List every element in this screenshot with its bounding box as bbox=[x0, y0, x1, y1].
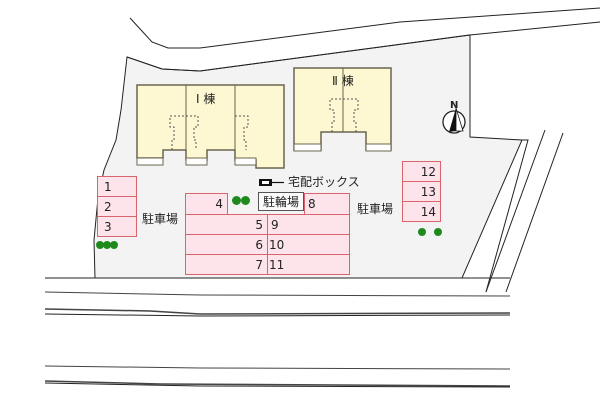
road-line bbox=[44, 291, 511, 297]
tree-icon bbox=[103, 241, 111, 249]
parking-slot-14[interactable]: 14 bbox=[402, 201, 441, 222]
parking-slot-6[interactable]: 6 bbox=[185, 234, 268, 255]
road-edge-right-2 bbox=[485, 129, 546, 293]
tree-icon bbox=[241, 196, 250, 205]
road-line bbox=[44, 382, 511, 388]
parking-slot-1[interactable]: 1 bbox=[97, 176, 137, 197]
north-compass-icon bbox=[442, 107, 466, 134]
building-2-shape bbox=[293, 67, 392, 152]
parking-label-east: 駐車場 bbox=[357, 202, 394, 216]
parking-slot-9[interactable]: 9 bbox=[267, 214, 350, 235]
road-line bbox=[44, 308, 511, 315]
tree-icon bbox=[96, 241, 104, 249]
parking-slot-8[interactable]: 8 bbox=[304, 193, 350, 215]
parking-slot-7[interactable]: 7 bbox=[185, 254, 268, 275]
building-2-label: Ⅱ 棟 bbox=[332, 74, 354, 88]
parking-slot-13[interactable]: 13 bbox=[402, 181, 441, 202]
road-line bbox=[44, 313, 511, 317]
tree-icon bbox=[434, 228, 442, 236]
parking-slot-12[interactable]: 12 bbox=[402, 161, 441, 182]
parking-slot-3[interactable]: 3 bbox=[97, 216, 137, 237]
tree-icon bbox=[232, 196, 241, 205]
road-edge-top-2 bbox=[126, 21, 600, 72]
building-1-label: Ⅰ 棟 bbox=[196, 92, 216, 106]
parking-slot-5[interactable]: 5 bbox=[185, 214, 268, 235]
road-edge-right-3 bbox=[505, 132, 564, 293]
parking-slot-4[interactable]: 4 bbox=[185, 193, 228, 215]
parking-slot-2[interactable]: 2 bbox=[97, 196, 137, 217]
road-edge-top bbox=[129, 7, 600, 49]
road-line bbox=[44, 365, 511, 370]
tree-icon bbox=[110, 241, 118, 249]
compass-north-label: N bbox=[450, 100, 459, 111]
building-1-shape bbox=[136, 84, 285, 169]
road-line bbox=[44, 380, 511, 387]
bicycle-parking[interactable]: 駐輪場 bbox=[258, 192, 304, 211]
delivery-box-icon bbox=[259, 179, 284, 186]
road-edge-right-1 bbox=[485, 139, 529, 293]
delivery-box-label: 宅配ボックス bbox=[288, 175, 360, 189]
parking-label-west: 駐車場 bbox=[142, 212, 179, 226]
parking-slot-11[interactable]: 11 bbox=[267, 254, 350, 275]
parking-slot-10[interactable]: 10 bbox=[267, 234, 350, 255]
tree-icon bbox=[418, 228, 426, 236]
